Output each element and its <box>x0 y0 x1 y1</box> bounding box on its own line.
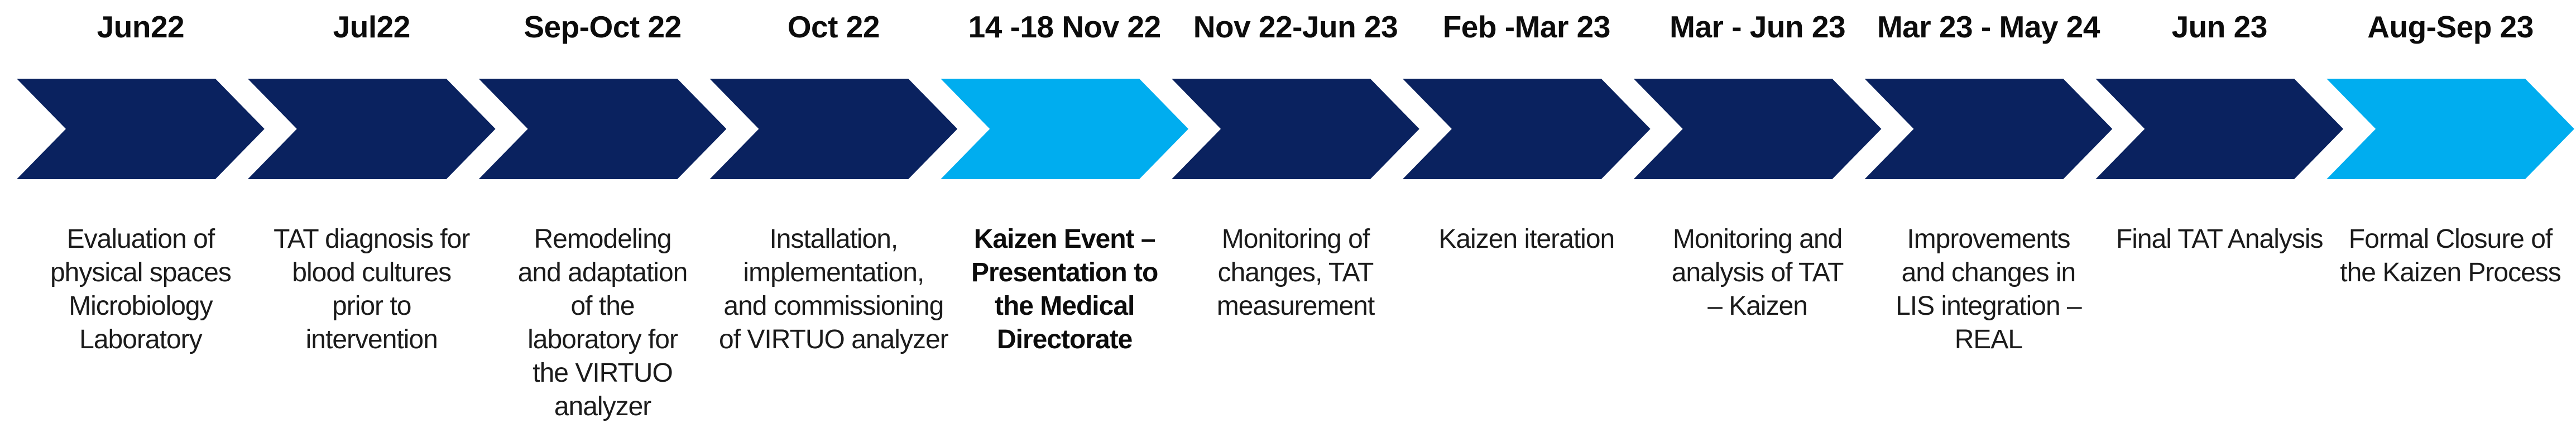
stage-chevron-band <box>487 79 718 179</box>
chevron-arrow-shape <box>248 79 496 179</box>
chevron-arrow-shape <box>941 79 1188 179</box>
stage-description: Kaizen Event – Presentation to the Medic… <box>971 224 1158 354</box>
stage-description: Installation, implementation, and commis… <box>719 224 949 354</box>
stage-chevron-band <box>1873 79 2104 179</box>
stage-chevron-band <box>1411 79 1642 179</box>
stage-description: Kaizen iteration <box>1438 224 1615 254</box>
stage-date: 14 -18 Nov 22 <box>968 9 1162 44</box>
stage-description: Formal Closure of the Kaizen Process <box>2340 224 2561 287</box>
timeline-stage: Jun 23 Final TAT Analysis <box>2104 0 2335 442</box>
chevron-arrow-shape <box>1634 79 1882 179</box>
timeline-stage: Sep-Oct 22 Remodeling and adaptation of … <box>487 0 718 442</box>
timeline-stage: Mar 23 - May 24 Improvements and changes… <box>1873 0 2104 442</box>
chevron-arrow-shape <box>1172 79 1419 179</box>
stage-chevron-band <box>25 79 256 179</box>
timeline-stage: Nov 22-Jun 23 Monitoring of changes, TAT… <box>1180 0 1411 442</box>
stage-date: Mar - Jun 23 <box>1670 9 1846 44</box>
timeline-stage: Mar - Jun 23 Monitoring and analysis of … <box>1642 0 1873 442</box>
chevron-arrow-shape <box>17 79 265 179</box>
stage-date: Aug-Sep 23 <box>2367 9 2534 44</box>
stage-chevron-band <box>1642 79 1873 179</box>
timeline-stage: Aug-Sep 23 Formal Closure of the Kaizen … <box>2335 0 2566 442</box>
timeline-stage: Oct 22 Installation, implementation, and… <box>718 0 949 442</box>
stage-chevron-band <box>2104 79 2335 179</box>
timeline-stage: Jul22 TAT diagnosis for blood cultures p… <box>256 0 487 442</box>
stage-description: Final TAT Analysis <box>2116 224 2324 254</box>
stage-chevron-band <box>949 79 1180 179</box>
stage-date: Feb -Mar 23 <box>1442 9 1611 44</box>
stage-description: TAT diagnosis for blood cultures prior t… <box>274 224 470 354</box>
stage-description: Monitoring and analysis of TAT – Kaizen <box>1671 224 1844 321</box>
stage-chevron-band <box>2335 79 2566 179</box>
stage-date: Jun 23 <box>2171 9 2268 44</box>
stage-date: Nov 22-Jun 23 <box>1193 9 1398 44</box>
stage-description: Remodeling and adaptation of the laborat… <box>517 224 688 421</box>
stage-date: Mar 23 - May 24 <box>1877 9 2100 44</box>
stage-chevron-band <box>256 79 487 179</box>
chevron-arrow-shape <box>2095 79 2343 179</box>
stage-chevron-band <box>718 79 949 179</box>
timeline-stage: 14 -18 Nov 22 Kaizen Event – Presentatio… <box>949 0 1180 442</box>
stage-chevron-band <box>1180 79 1411 179</box>
stage-date: Oct 22 <box>787 9 880 44</box>
stage-date: Sep-Oct 22 <box>524 9 682 44</box>
chevron-arrow-shape <box>1403 79 1651 179</box>
stage-description: Monitoring of changes, TAT measurement <box>1216 224 1375 321</box>
chevron-arrow-shape <box>709 79 957 179</box>
stage-date: Jun22 <box>97 9 185 44</box>
stage-date: Jul22 <box>333 9 411 44</box>
chevron-arrow-shape <box>1865 79 2113 179</box>
stage-description: Improvements and changes in LIS integrat… <box>1896 224 2082 354</box>
timeline-stage: Jun22 Evaluation of physical spaces Micr… <box>25 0 256 442</box>
chevron-arrow-shape <box>2326 79 2574 179</box>
chevron-arrow-shape <box>479 79 727 179</box>
stage-description: Evaluation of physical spaces Microbiolo… <box>50 224 232 354</box>
timeline-stage: Feb -Mar 23 Kaizen iteration <box>1411 0 1642 442</box>
